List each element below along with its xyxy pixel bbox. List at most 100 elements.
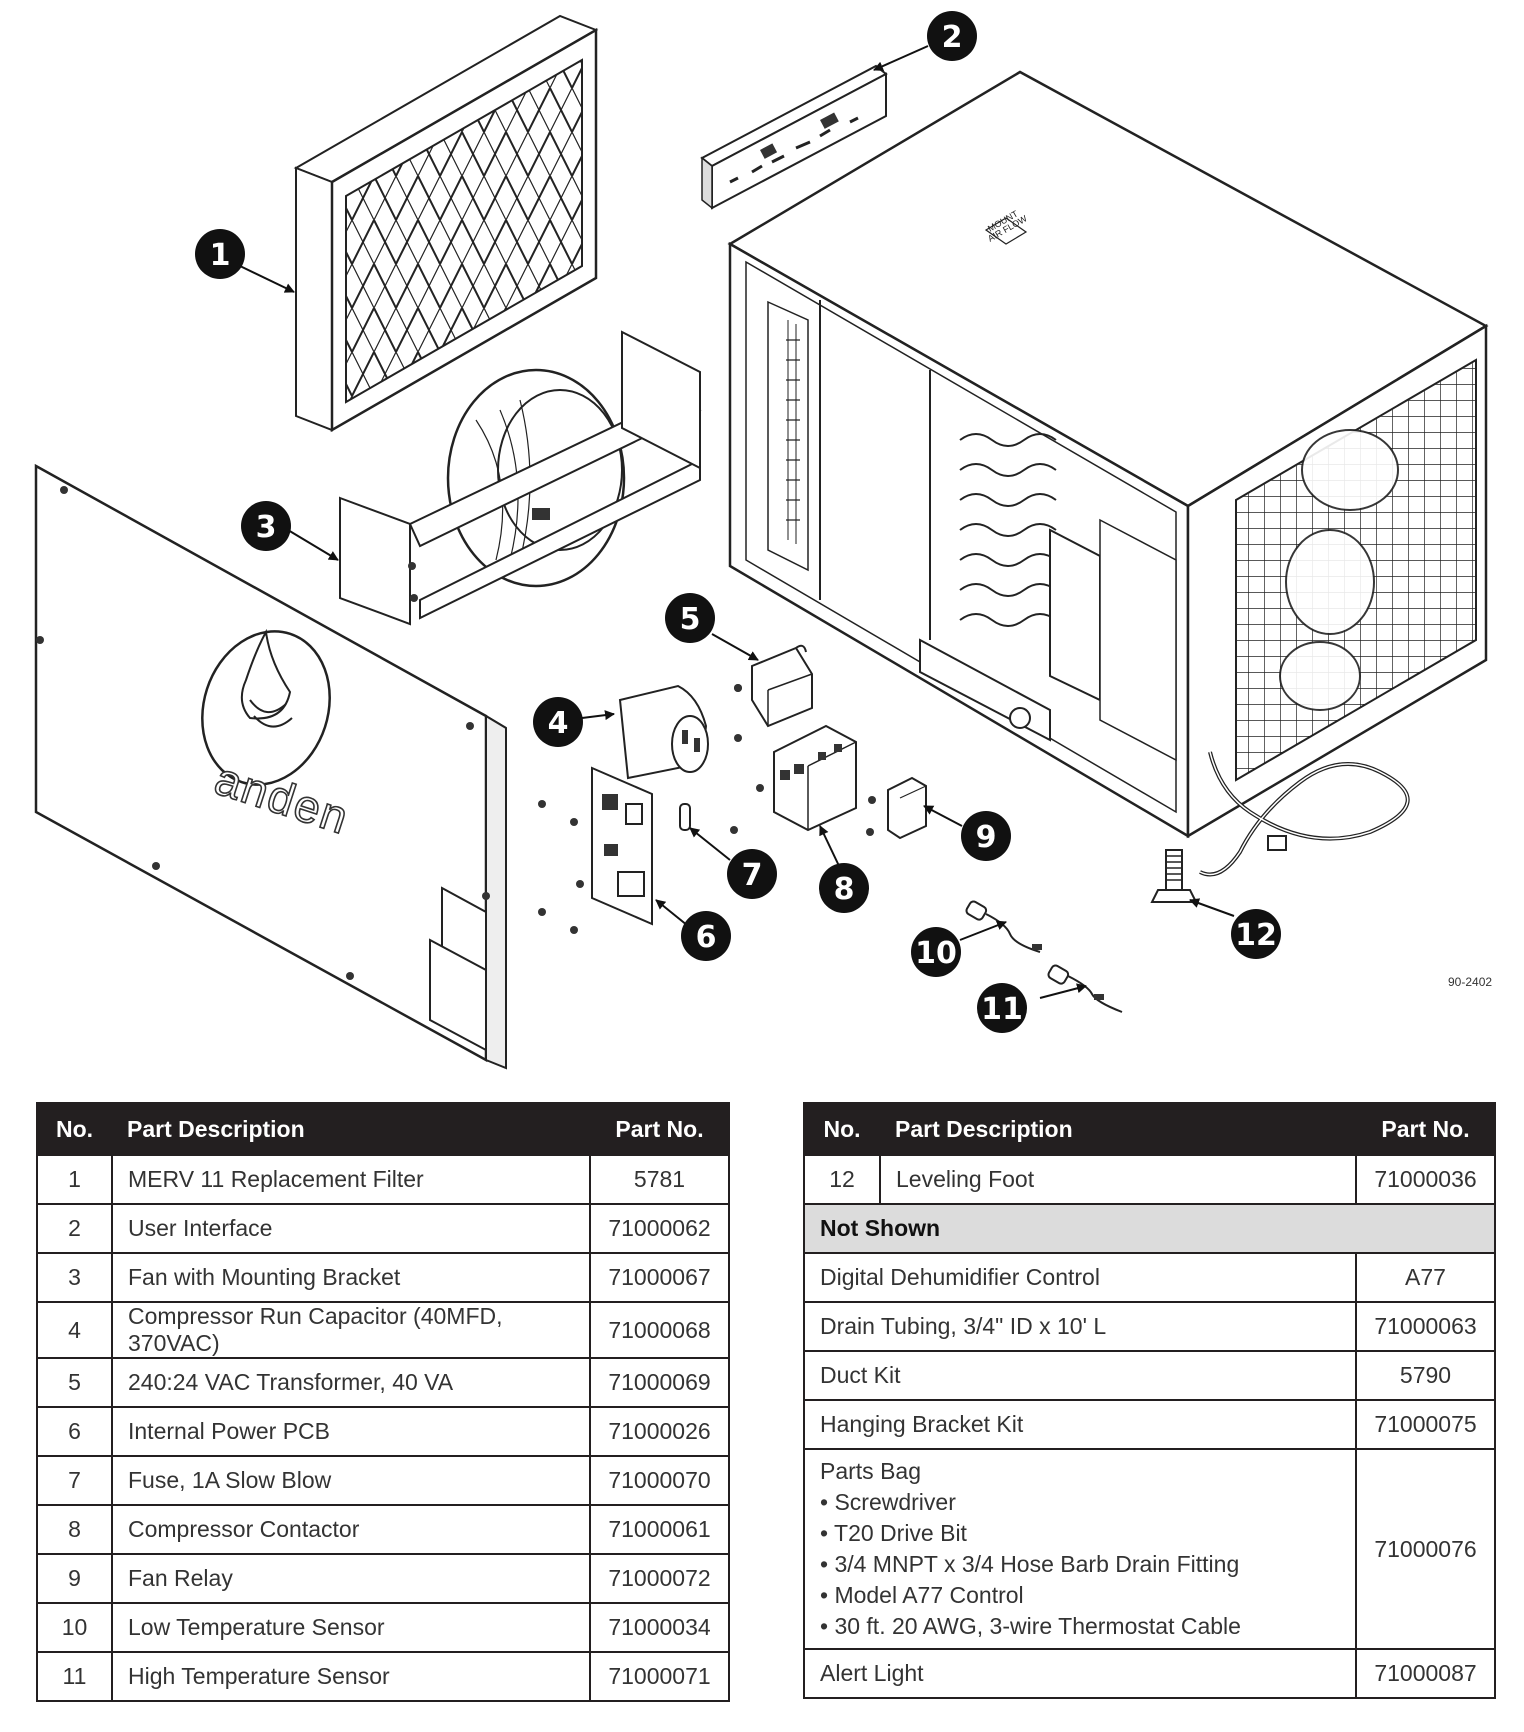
parts-table-right: No. Part Description Part No. 12 Levelin… xyxy=(803,1102,1496,1699)
row-description: Compressor Run Capacitor (40MFD, 370VAC) xyxy=(111,1301,591,1359)
row-description: Alert Light xyxy=(803,1648,1357,1699)
svg-text:9: 9 xyxy=(976,820,997,855)
callout-6: 6 xyxy=(681,911,731,961)
callout-9: 9 xyxy=(961,811,1011,861)
row-no: 10 xyxy=(36,1602,113,1653)
header-no: No. xyxy=(803,1102,881,1156)
parts-bag-item: • 30 ft. 20 AWG, 3-wire Thermostat Cable xyxy=(820,1613,1241,1639)
row-part-no: A77 xyxy=(1355,1252,1496,1303)
row-description: User Interface xyxy=(111,1203,591,1254)
high-temp-sensor-drawing xyxy=(1047,964,1123,1013)
row-part-no: 5790 xyxy=(1355,1350,1496,1401)
row-description: Low Temperature Sensor xyxy=(111,1602,591,1653)
header-part-no: Part No. xyxy=(1355,1102,1496,1156)
callout-2: 2 xyxy=(927,11,977,61)
row-no: 11 xyxy=(36,1651,113,1702)
row-description: Fan Relay xyxy=(111,1553,591,1604)
fuse-drawing xyxy=(679,803,691,831)
row-part-no: 71000034 xyxy=(589,1602,730,1653)
parts-bag-item: • Model A77 Control xyxy=(820,1582,1024,1608)
parts-bag-row: Parts Bag • Screwdriver • T20 Drive Bit … xyxy=(803,1448,1496,1650)
row-no: 9 xyxy=(36,1553,113,1604)
row-description: Fan with Mounting Bracket xyxy=(111,1252,591,1303)
row-no: 7 xyxy=(36,1455,113,1506)
callout-3: 3 xyxy=(241,501,291,551)
row-part-no: 71000075 xyxy=(1355,1399,1496,1450)
row-description: Duct Kit xyxy=(803,1350,1357,1401)
row-part-no: 71000062 xyxy=(589,1203,730,1254)
parts-bag-title: Parts Bag xyxy=(820,1458,921,1484)
row-description: Drain Tubing, 3/4" ID x 10' L xyxy=(803,1301,1357,1352)
row-part-no: 71000063 xyxy=(1355,1301,1496,1352)
row-description: Hanging Bracket Kit xyxy=(803,1399,1357,1450)
row-description: Leveling Foot xyxy=(879,1154,1357,1205)
row-no: 3 xyxy=(36,1252,113,1303)
row-description: Compressor Contactor xyxy=(111,1504,591,1555)
row-part-no: 5781 xyxy=(589,1154,730,1205)
front-panel-drawing: anden xyxy=(34,463,507,1070)
screws xyxy=(538,684,876,934)
row-part-no: 71000076 xyxy=(1355,1448,1496,1650)
table-header: No. Part Description Part No. xyxy=(803,1102,1496,1156)
row-description: Digital Dehumidifier Control xyxy=(803,1252,1357,1303)
svg-text:2: 2 xyxy=(942,20,963,55)
not-shown-section-row: Not Shown xyxy=(803,1203,1496,1254)
fan-bracket-drawing xyxy=(339,330,702,626)
row-description: 240:24 VAC Transformer, 40 VA xyxy=(111,1357,591,1408)
dehumidifier-unit-drawing: MOUNT AIR FLOW xyxy=(727,70,1489,877)
parts-bag-item: • 3/4 MNPT x 3/4 Hose Barb Drain Fitting xyxy=(820,1551,1240,1577)
filter-drawing xyxy=(293,14,599,433)
svg-text:1: 1 xyxy=(210,238,231,273)
svg-text:12: 12 xyxy=(1235,918,1277,953)
section-heading: Not Shown xyxy=(803,1203,1496,1254)
svg-text:11: 11 xyxy=(981,992,1023,1027)
row-part-no: 71000061 xyxy=(589,1504,730,1555)
header-description: Part Description xyxy=(879,1102,1357,1156)
row-part-no: 71000071 xyxy=(589,1651,730,1702)
row-part-no: 71000072 xyxy=(589,1553,730,1604)
user-interface-drawing xyxy=(700,64,888,210)
drawing-code: 90-2402 xyxy=(1448,975,1492,989)
contactor-drawing xyxy=(773,724,857,832)
low-temp-sensor-drawing xyxy=(965,900,1042,953)
callout-4: 4 xyxy=(533,697,583,747)
parts-bag-description: Parts Bag • Screwdriver • T20 Drive Bit … xyxy=(803,1448,1357,1650)
row-part-no: 71000067 xyxy=(589,1252,730,1303)
capacitor-drawing xyxy=(618,684,709,780)
row-description: High Temperature Sensor xyxy=(111,1651,591,1702)
row-description: Fuse, 1A Slow Blow xyxy=(111,1455,591,1506)
callout-5: 5 xyxy=(665,593,715,643)
svg-text:10: 10 xyxy=(915,936,957,971)
row-description: Internal Power PCB xyxy=(111,1406,591,1457)
power-pcb-drawing xyxy=(591,766,653,926)
svg-text:6: 6 xyxy=(696,920,717,955)
transformer-drawing xyxy=(751,644,813,728)
parts-bag-item: • T20 Drive Bit xyxy=(820,1520,967,1546)
row-part-no: 71000068 xyxy=(589,1301,730,1359)
relay-drawing xyxy=(887,776,927,840)
svg-text:3: 3 xyxy=(256,510,277,545)
row-description: MERV 11 Replacement Filter xyxy=(111,1154,591,1205)
row-no: 6 xyxy=(36,1406,113,1457)
row-no: 12 xyxy=(803,1154,881,1205)
row-part-no: 71000036 xyxy=(1355,1154,1496,1205)
header-description: Part Description xyxy=(111,1102,591,1156)
svg-text:7: 7 xyxy=(742,858,763,893)
header-no: No. xyxy=(36,1102,113,1156)
row-part-no: 71000070 xyxy=(589,1455,730,1506)
callout-1: 1 xyxy=(195,229,245,279)
callout-8: 8 xyxy=(819,863,869,913)
